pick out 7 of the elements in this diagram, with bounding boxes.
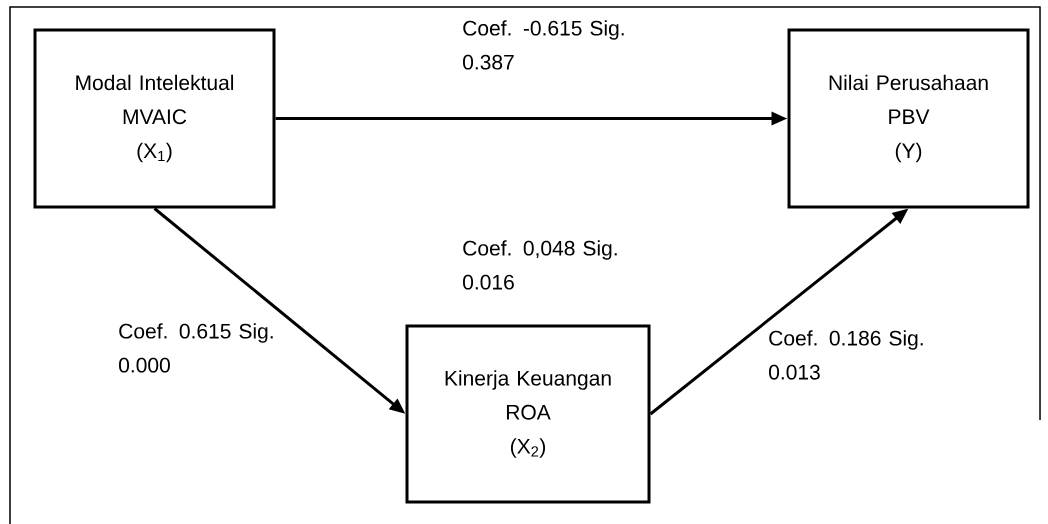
edge-label: Coef. 0.186 Sig. 0.013 bbox=[769, 330, 923, 380]
variable-box: Kinerja Keuangan ROA (X$_{2}$) bbox=[405, 324, 651, 504]
edge-label: Coef. -0.615 Sig. 0.387 bbox=[463, 20, 624, 70]
variable-box: Nilai Perusahaan PBV (Y) bbox=[787, 28, 1030, 209]
coefficient-label: Coef. 0,048 Sig. 0.016 bbox=[463, 240, 617, 290]
variable-box: Modal Intelektual MVAIC (X$_{1}$) bbox=[33, 28, 276, 209]
edge-label: Coef. 0.615 Sig. 0.000 bbox=[119, 323, 273, 373]
